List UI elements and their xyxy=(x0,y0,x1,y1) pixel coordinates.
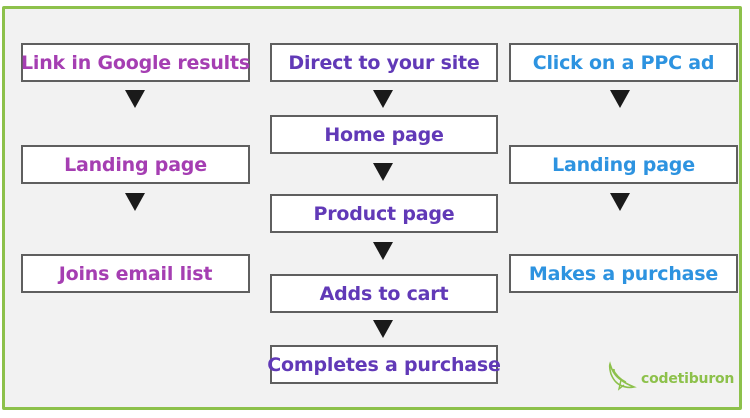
down-arrow-icon xyxy=(373,90,393,108)
down-arrow-icon xyxy=(373,242,393,260)
left-step-2: Landing page xyxy=(21,145,250,184)
middle-step-5: Completes a purchase xyxy=(267,345,501,384)
down-arrow-icon xyxy=(125,90,145,108)
down-arrow-icon xyxy=(125,193,145,211)
middle-step-1: Direct to your site xyxy=(270,43,498,82)
middle-step-3: Product page xyxy=(270,194,498,233)
down-arrow-icon xyxy=(373,163,393,181)
left-step-3: Joins email list xyxy=(21,254,250,293)
right-step-3: Makes a purchase xyxy=(509,254,738,293)
middle-step-4: Adds to cart xyxy=(270,274,498,313)
down-arrow-icon xyxy=(610,90,630,108)
logo-wordmark: codetiburon xyxy=(641,371,735,387)
down-arrow-icon xyxy=(610,193,630,211)
right-step-2: Landing page xyxy=(509,145,738,184)
shark-icon xyxy=(607,361,639,397)
down-arrow-icon xyxy=(373,320,393,338)
right-step-1: Click on a PPC ad xyxy=(509,43,738,82)
middle-step-2: Home page xyxy=(270,115,498,154)
left-step-1: Link in Google results xyxy=(21,43,250,82)
codetiburon-logo: codetiburon xyxy=(607,361,734,397)
